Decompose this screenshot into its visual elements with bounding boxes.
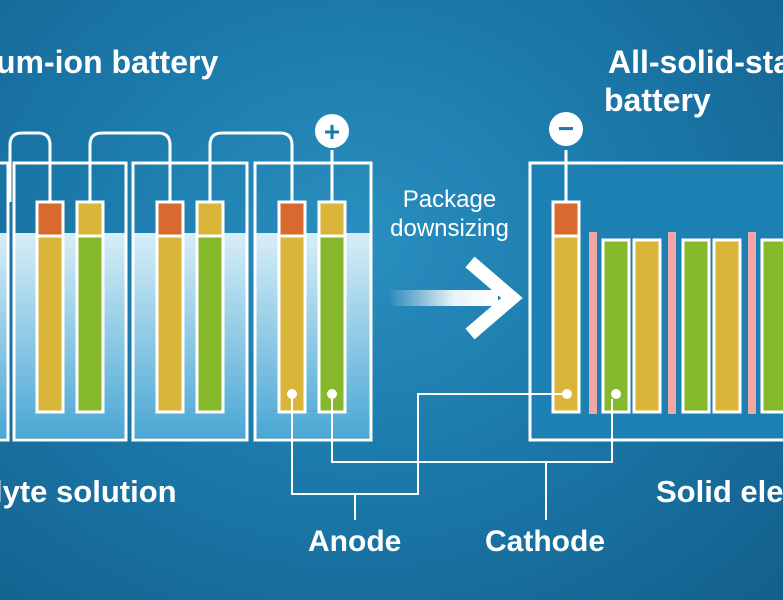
- cell-1: [0, 161, 10, 442]
- cell-housing: [131, 161, 249, 442]
- cell-4: [253, 161, 373, 442]
- positive-terminal: +: [315, 114, 349, 148]
- anode-contact-dot: [562, 389, 572, 399]
- connector-wire: [8, 131, 52, 202]
- anode-leader: [291, 393, 562, 495]
- terminal-cap: [35, 200, 65, 238]
- cell-housing: [253, 161, 373, 442]
- cathode-electrode: [601, 238, 631, 414]
- cathode-leader: [331, 399, 613, 463]
- anode-electrode: [632, 238, 662, 414]
- cathode-contact-dot: [327, 389, 337, 399]
- cell-3: [131, 161, 249, 442]
- terminal-cap: [195, 200, 225, 238]
- liquid-battery: +: [0, 114, 373, 442]
- arrow-caption-line2: downsizing: [390, 214, 509, 242]
- cathode-electrode: [681, 238, 711, 414]
- series-connectors: [8, 131, 334, 202]
- arrow-shaft: [388, 290, 498, 306]
- terminal-cap: [155, 200, 185, 238]
- terminal-cap: [75, 200, 105, 238]
- terminal-cap: [551, 200, 581, 238]
- solid-electrolyte-label: Solid ele: [656, 474, 783, 509]
- arrow-caption: Package downsizing: [377, 186, 522, 244]
- electrolyte-liquid: [14, 233, 126, 438]
- cell-housing: [12, 161, 128, 442]
- solid-electrolyte-layer: [748, 232, 756, 414]
- electrolyte-liquid: [133, 233, 247, 438]
- anode-electrode: [712, 238, 742, 414]
- liquid-battery-title: um-ion battery: [0, 44, 219, 80]
- minus-icon: [549, 112, 583, 146]
- arrow-head-icon: [465, 256, 523, 340]
- cathode-electrode: [760, 238, 783, 414]
- electrolyte-liquid: [0, 233, 8, 438]
- callout-lines: [291, 393, 613, 520]
- connector-wire: [88, 131, 172, 202]
- cell-2: [12, 161, 128, 442]
- terminal-cap: [317, 200, 347, 238]
- solid-battery-title-line1: All-solid-sta: [608, 44, 783, 80]
- solid-electrolyte-layer: [668, 232, 676, 414]
- plus-icon: [315, 114, 349, 148]
- anode-contact-dot: [287, 389, 297, 399]
- electrolyte-liquid: [255, 233, 371, 438]
- solid-battery-title-line2: battery: [604, 82, 711, 118]
- connector-wire: [208, 131, 294, 202]
- arrow-caption-line1: Package: [402, 186, 497, 213]
- cell-housing: [0, 161, 10, 442]
- cathode-contact-dot: [611, 389, 621, 399]
- terminal-cap: [277, 200, 307, 238]
- cathode-label: Cathode: [485, 525, 605, 558]
- downsizing-arrow: [388, 256, 523, 340]
- solid-state-battery: −: [528, 112, 783, 442]
- minus-sign: −: [558, 113, 574, 144]
- anode-label: Anode: [308, 525, 402, 558]
- solid-electrolyte-layer: [589, 232, 597, 414]
- liquid-electrolyte-label: lyte solution: [0, 474, 177, 509]
- plus-sign: +: [324, 116, 340, 147]
